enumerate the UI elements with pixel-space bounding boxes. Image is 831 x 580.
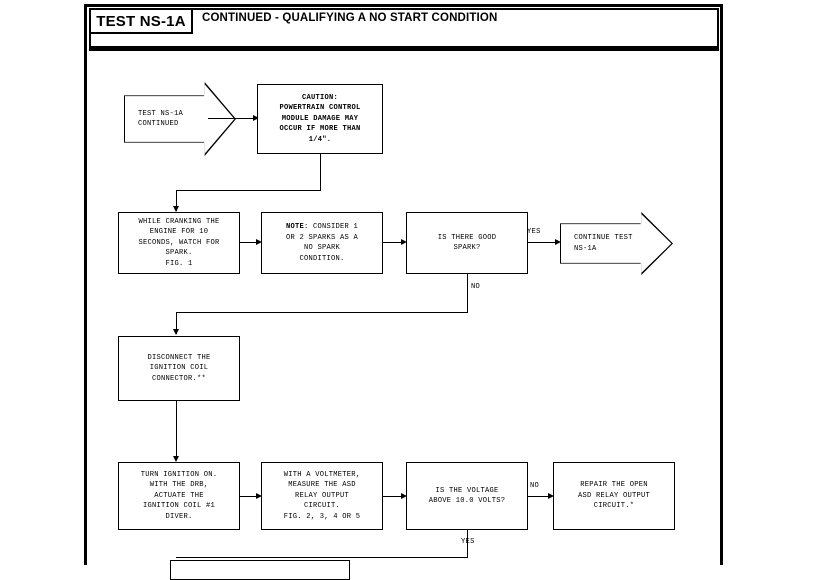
node-disconnect-coil: DISCONNECT THE IGNITION COIL CONNECTOR.*…	[118, 336, 240, 401]
node-voltage-decision: IS THE VOLTAGE ABOVE 10.0 VOLTS?	[406, 462, 528, 530]
arrowhead-voltmeter-in	[256, 492, 262, 499]
connector-crank-to-note	[240, 242, 259, 243]
connector-voltage-yes-down	[467, 530, 468, 558]
connector-caution-left	[176, 190, 321, 191]
connector-voltmeter-to-voltage-decision	[383, 496, 404, 497]
node-turn-ignition-on-label: TURN IGNITION ON. WITH THE DRB, ACTUATE …	[140, 470, 218, 521]
node-repair-asd-circuit: REPAIR THE OPEN ASD RELAY OUTPUT CIRCUIT…	[553, 462, 675, 530]
node-measure-voltmeter: WITH A VOLTMETER, MEASURE THE ASD RELAY …	[261, 462, 383, 530]
node-caution: CAUTION: POWERTRAIN CONTROL MODULE DAMAG…	[257, 84, 383, 154]
arrowhead-voltage-decision-in	[401, 492, 407, 499]
test-id-cell: TEST NS-1A	[89, 8, 193, 34]
connector-spark-no-down	[467, 274, 468, 313]
node-start-label: TEST NS-1A CONTINUED	[138, 109, 184, 129]
node-continue-test-label: CONTINUE TEST NS-1A	[574, 234, 633, 253]
node-crank-engine-label: WHILE CRANKING THE ENGINE FOR 10 SECONDS…	[138, 217, 220, 268]
connector-spark-yes	[528, 242, 558, 243]
note-body: : CONSIDER 1 OR 2 SPARKS AS A NO SPARK C…	[285, 223, 359, 263]
connector-disconnect-to-ignition	[176, 401, 177, 460]
header-divider	[89, 48, 719, 51]
arrowhead-disconnect-in	[172, 329, 179, 335]
node-crank-engine: WHILE CRANKING THE ENGINE FOR 10 SECONDS…	[118, 212, 240, 274]
connector-caution-down	[320, 154, 321, 191]
node-caution-label: CAUTION: POWERTRAIN CONTROL MODULE DAMAG…	[279, 93, 361, 144]
node-note-spark: NOTE: CONSIDER 1 OR 2 SPARKS AS A NO SPA…	[261, 212, 383, 274]
node-repair-asd-circuit-label: REPAIR THE OPEN ASD RELAY OUTPUT CIRCUIT…	[577, 481, 651, 511]
connector-ignition-to-voltmeter	[240, 496, 259, 497]
arrowhead-note-in	[256, 238, 262, 245]
arrowhead-turn-ignition-in	[172, 456, 179, 462]
page-frame	[84, 4, 723, 565]
node-note-spark-label: NOTE: CONSIDER 1 OR 2 SPARKS AS A NO SPA…	[286, 222, 358, 264]
node-spark-decision: IS THERE GOOD SPARK?	[406, 212, 528, 274]
node-turn-ignition-on: TURN IGNITION ON. WITH THE DRB, ACTUATE …	[118, 462, 240, 530]
header-subtitle: CONTINUED - QUALIFYING A NO START CONDIT…	[202, 12, 498, 24]
node-next-step-cutoff	[170, 560, 350, 580]
connector-disconnect-down	[176, 312, 177, 334]
page-title: TEST NS-1A	[96, 12, 186, 30]
arrowhead-repair-in	[548, 492, 554, 499]
note-keyword: NOTE	[285, 223, 304, 231]
connector-spark-no-left	[176, 312, 468, 313]
edge-label-spark-yes: YES	[527, 228, 541, 236]
node-voltage-decision-label: IS THE VOLTAGE ABOVE 10.0 VOLTS?	[428, 486, 506, 506]
edge-label-spark-no: NO	[471, 283, 481, 291]
connector-note-to-spark-decision	[383, 242, 404, 243]
node-spark-decision-label: IS THERE GOOD SPARK?	[437, 233, 497, 253]
arrowhead-caution-in	[253, 114, 259, 121]
arrowhead-continue-test-in	[555, 238, 561, 245]
connector-voltage-no	[528, 496, 551, 497]
connector-voltage-yes-left	[176, 557, 468, 558]
arrowhead-crank-in	[172, 206, 179, 212]
node-measure-voltmeter-label: WITH A VOLTMETER, MEASURE THE ASD RELAY …	[283, 470, 361, 521]
edge-label-voltage-yes: YES	[461, 538, 475, 546]
arrowhead-spark-decision-in	[401, 238, 407, 245]
edge-label-voltage-no: NO	[530, 482, 540, 490]
connector-crank-down	[176, 190, 177, 211]
connector-start-to-caution	[208, 118, 255, 119]
node-disconnect-coil-label: DISCONNECT THE IGNITION COIL CONNECTOR.*…	[147, 353, 211, 383]
